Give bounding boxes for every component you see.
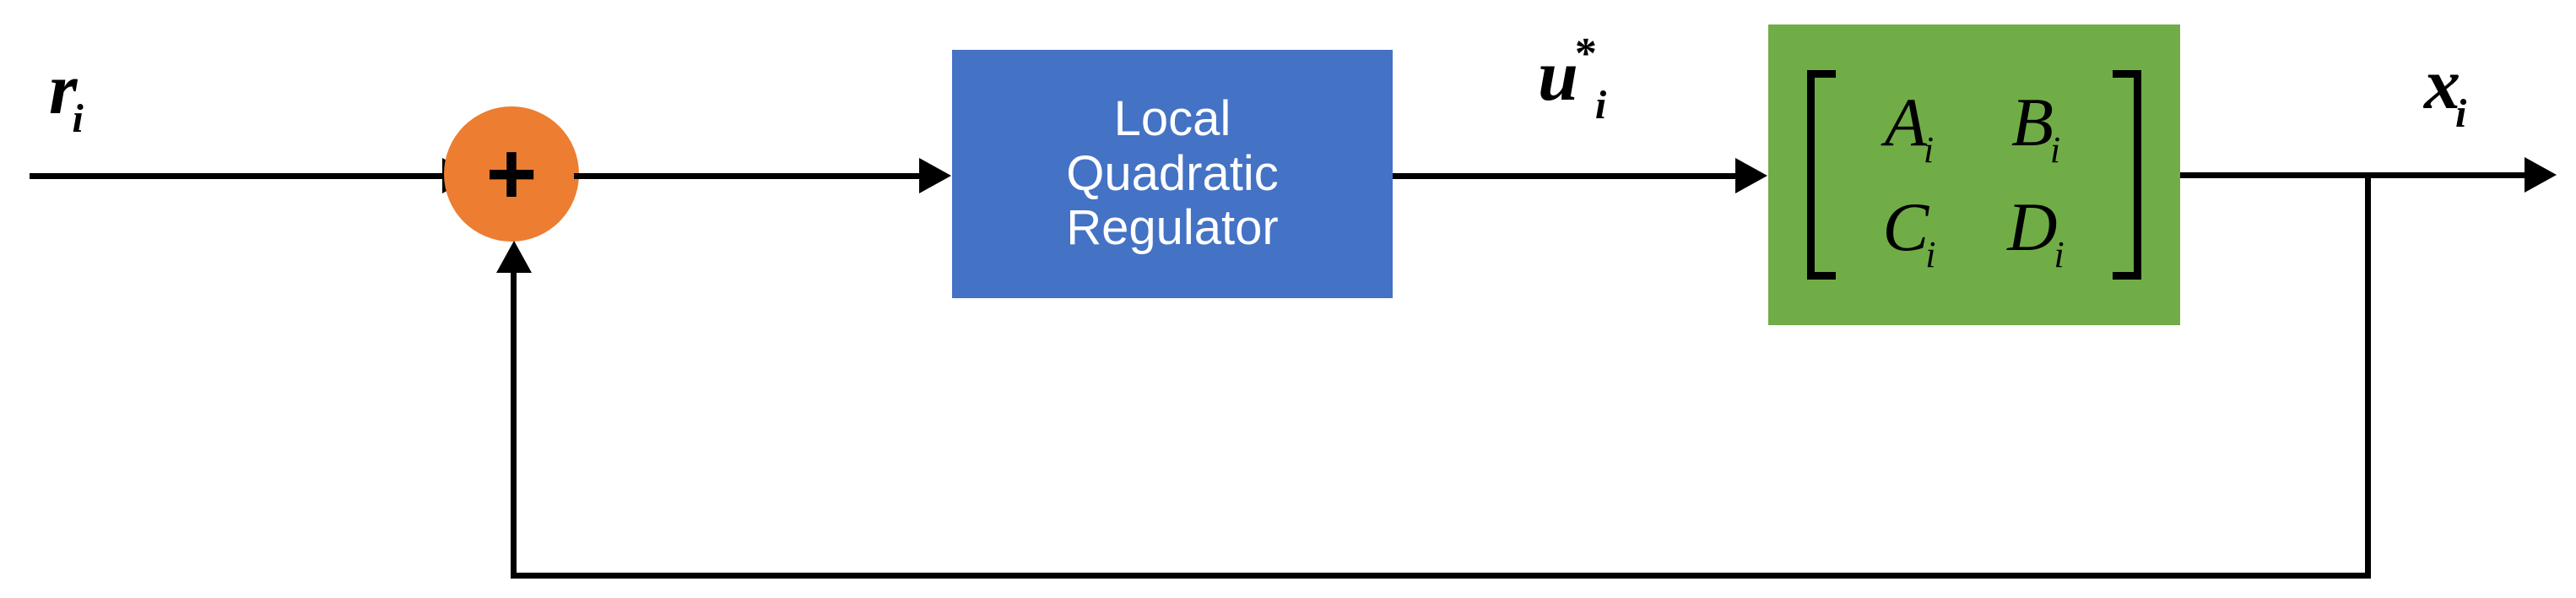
state-signal-label: xi — [2424, 47, 2471, 134]
reference-signal-subscript: i — [72, 96, 84, 141]
summing-junction-plus-sign: + — [485, 125, 538, 223]
feedback-wire-bottom-horizontal — [511, 573, 2371, 579]
feedback-wire-right-vertical — [2365, 172, 2371, 579]
matrix-cell-c-base: C — [1882, 188, 1929, 265]
state-signal-subscript: i — [2455, 91, 2467, 136]
control-signal-subscript: i — [1594, 83, 1607, 128]
state-signal-base: x — [2424, 43, 2460, 124]
plant-state-space-block: Ai Bi Ci Di — [1768, 24, 2180, 325]
control-signal-superscript: * — [1574, 30, 1597, 78]
state-output-wire — [2180, 172, 2525, 178]
regulator-label-line-3: Regulator — [1066, 200, 1279, 256]
reference-signal-base: r — [49, 48, 78, 129]
feedback-arrowhead — [496, 241, 532, 273]
matrix-cell-d-subscript: i — [2054, 234, 2065, 275]
feedback-wire-left-vertical — [511, 272, 517, 573]
matrix-cell-b-base: B — [2010, 84, 2054, 160]
error-signal-wire — [574, 173, 920, 179]
matrix-cell-c: Ci — [1883, 193, 1940, 274]
local-quadratic-regulator-block: Local Quadratic Regulator — [952, 50, 1393, 298]
control-signal-label: u* i — [1538, 32, 1611, 126]
regulator-label-line-2: Quadratic — [1066, 145, 1279, 201]
matrix-cell-c-subscript: i — [1925, 234, 1936, 275]
error-signal-arrowhead — [919, 158, 951, 193]
reference-signal-label: ri — [49, 52, 89, 139]
summing-junction — [444, 106, 579, 242]
matrix-cell-a: Ai — [1885, 88, 1937, 169]
control-signal-wire — [1393, 173, 1736, 179]
matrix-cell-b-subscript: i — [2049, 129, 2061, 171]
control-signal-base: u — [1538, 35, 1578, 116]
matrix-cell-b: Bi — [2011, 88, 2064, 169]
reference-input-wire — [30, 173, 450, 179]
matrix-cell-d: Di — [2007, 193, 2067, 274]
matrix-grid: Ai Bi Ci Di — [1836, 70, 2113, 280]
matrix-cell-a-base: A — [1884, 84, 1927, 160]
matrix-cell-d-base: D — [2007, 188, 2058, 265]
state-output-arrowhead — [2525, 157, 2557, 193]
matrix-right-bracket — [2113, 70, 2141, 280]
control-signal-arrowhead — [1735, 158, 1767, 193]
matrix-left-bracket — [1807, 70, 1836, 280]
state-space-matrix: Ai Bi Ci Di — [1807, 70, 2141, 280]
matrix-cell-a-subscript: i — [1923, 129, 1935, 171]
regulator-label-line-1: Local — [1113, 90, 1231, 146]
